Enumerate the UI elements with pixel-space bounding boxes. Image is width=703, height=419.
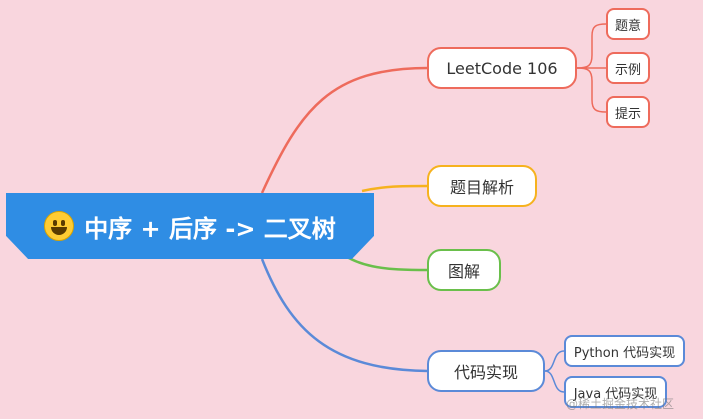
links-leetcode-children xyxy=(576,23,607,113)
subtopic-example[interactable]: 示例 xyxy=(606,52,650,84)
topic-analysis[interactable]: 题目解析 xyxy=(427,165,537,207)
root-topic[interactable]: 中序 + 后序 -> 二叉树 xyxy=(6,193,374,259)
topic-code-label: 代码实现 xyxy=(453,363,518,382)
root-topic-label: 中序 + 后序 -> 二叉树 xyxy=(84,214,336,243)
subtopic-hint[interactable]: 提示 xyxy=(606,96,650,128)
topic-leetcode[interactable]: LeetCode 106 xyxy=(427,47,577,89)
smiley-face-icon xyxy=(44,211,75,241)
watermark: @稀土掘金技术社区 xyxy=(566,397,675,411)
subtopic-meaning[interactable]: 题意 xyxy=(606,8,650,40)
subtopic-hint-label: 提示 xyxy=(614,106,641,122)
subtopic-example-label: 示例 xyxy=(614,62,641,78)
subtopic-python-code-label: Python 代码实现 xyxy=(573,345,676,361)
subtopic-meaning-label: 题意 xyxy=(614,18,641,34)
link-analysis xyxy=(361,184,429,193)
topic-diagram-label: 图解 xyxy=(447,262,480,281)
subtopic-python-code[interactable]: Python 代码实现 xyxy=(564,335,685,367)
topic-code[interactable]: 代码实现 xyxy=(427,350,545,392)
subtopic-java-code[interactable]: Java 代码实现 xyxy=(564,376,667,408)
topic-analysis-label: 题目解析 xyxy=(449,178,514,197)
topic-leetcode-label: LeetCode 106 xyxy=(446,58,558,78)
link-leetcode xyxy=(260,66,429,194)
link-code xyxy=(260,258,429,373)
links-code-children xyxy=(544,350,565,393)
topic-diagram[interactable]: 图解 xyxy=(427,249,501,291)
subtopic-java-code-label: Java 代码实现 xyxy=(573,386,658,402)
